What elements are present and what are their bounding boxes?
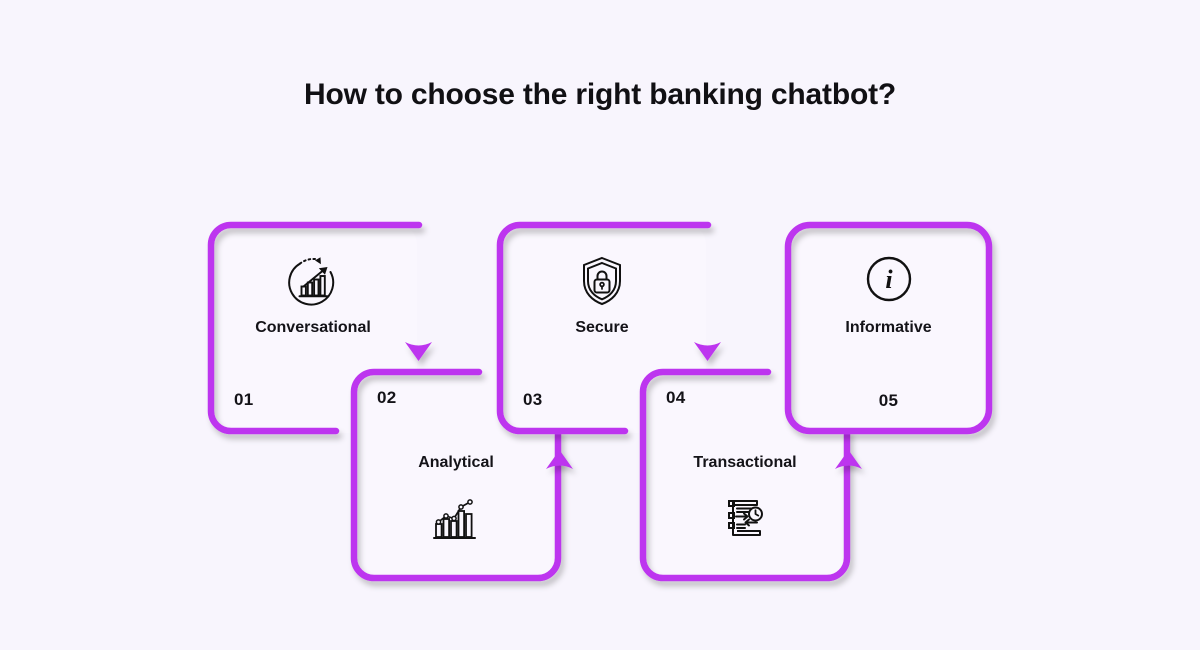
- card-02-number: 02: [377, 388, 397, 407]
- bar-line-chart-icon: [348, 494, 564, 542]
- growth-chart-circle-icon: [205, 255, 421, 307]
- card-04-transactional[interactable]: 04 Transactional: [637, 366, 853, 584]
- card-05-label: Informative: [845, 319, 932, 336]
- card-01-conversational[interactable]: Conversational 01: [205, 219, 423, 437]
- card-03-label: Secure: [575, 319, 629, 336]
- receipt-clock-icon: [637, 494, 853, 544]
- card-05-number: 05: [878, 391, 899, 410]
- card-04-number: 04: [666, 388, 686, 407]
- card-03-number: 03: [523, 390, 543, 409]
- info-circle-icon: i: [782, 255, 995, 303]
- card-05-informative[interactable]: i Informative 05: [782, 219, 995, 437]
- card-01-label: Conversational: [255, 319, 371, 336]
- card-04-label: Transactional: [693, 454, 797, 471]
- card-01-number: 01: [234, 390, 254, 409]
- page-title: How to choose the right banking chatbot?: [304, 78, 896, 111]
- card-02-label: Analytical: [418, 454, 494, 471]
- shield-lock-icon: [494, 255, 710, 307]
- svg-text:i: i: [885, 265, 893, 294]
